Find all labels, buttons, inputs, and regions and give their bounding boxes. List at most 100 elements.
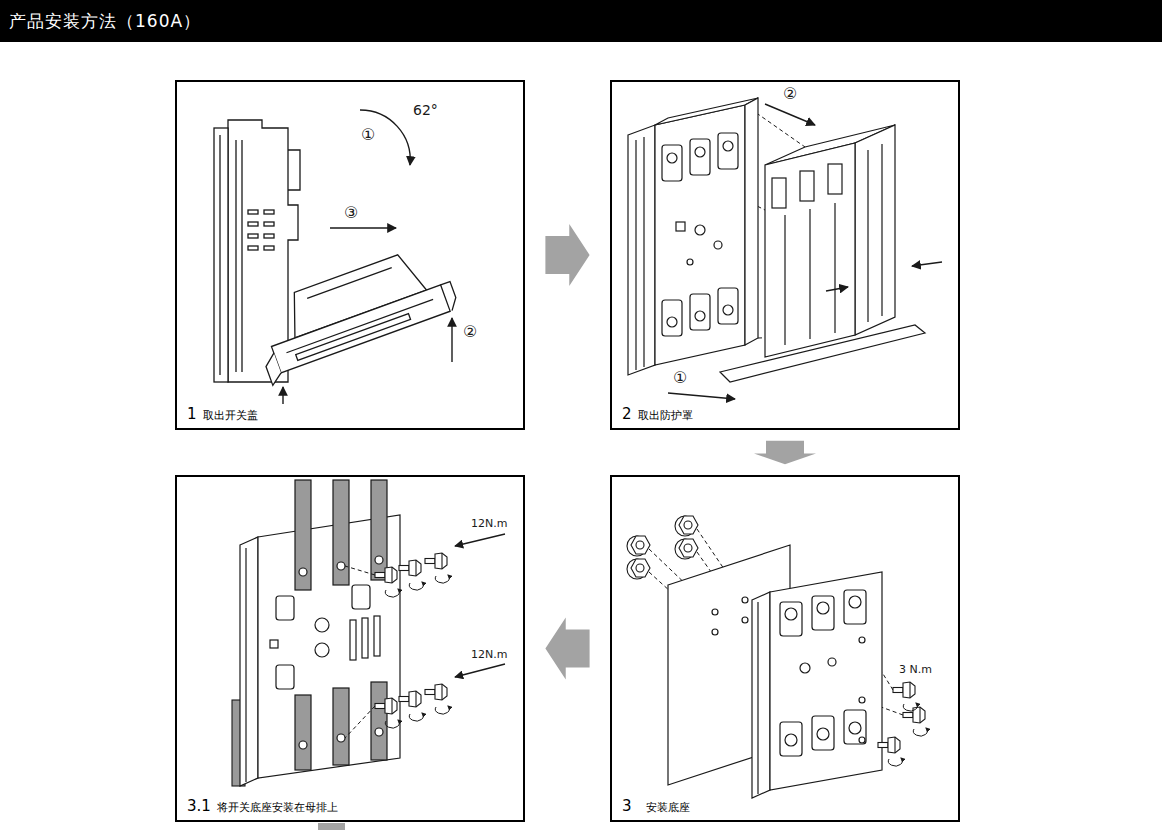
switch-base bbox=[844, 710, 866, 744]
nut-symbol bbox=[627, 536, 650, 556]
screw-symbol bbox=[893, 682, 915, 698]
step-caption: 1取出开关盖 bbox=[187, 406, 258, 423]
label-anchor: ② bbox=[462, 322, 478, 341]
step-caption: 3.1将开关底座安装在母排上 bbox=[187, 798, 338, 815]
screw-symbol bbox=[425, 553, 447, 569]
dashed-guide bbox=[345, 706, 375, 738]
step-title: 取出防护罩 bbox=[638, 410, 693, 422]
switch-side-view bbox=[264, 222, 274, 226]
switch-side-view bbox=[288, 150, 300, 190]
step-caption: 2取出防护罩 bbox=[622, 406, 693, 423]
flow-arrow bbox=[545, 224, 589, 286]
switch-base bbox=[780, 602, 802, 636]
switch-side-view bbox=[235, 140, 236, 372]
switch-cover bbox=[245, 241, 462, 385]
switch-base bbox=[770, 572, 882, 790]
screw-symbol bbox=[385, 589, 399, 597]
switch-base bbox=[276, 665, 294, 689]
switch-base bbox=[245, 548, 246, 782]
flow-arrow-stub bbox=[318, 823, 345, 830]
callout-number: 62° bbox=[412, 103, 439, 118]
switch-base-iso bbox=[676, 222, 685, 231]
switch-base bbox=[859, 697, 865, 703]
switch-base bbox=[276, 596, 294, 620]
step-number: 3 bbox=[622, 798, 632, 815]
switch-cover bbox=[286, 299, 433, 352]
callout-number: ② bbox=[462, 323, 478, 341]
switch-base bbox=[817, 602, 829, 614]
torque-value: 3 N.m bbox=[898, 664, 933, 676]
switch-base bbox=[785, 734, 797, 746]
motion-arrow bbox=[826, 287, 848, 291]
switch-base-iso bbox=[655, 105, 745, 365]
switch-base bbox=[785, 608, 797, 620]
switch-base-iso bbox=[662, 145, 682, 181]
switch-base bbox=[859, 637, 865, 643]
callout-number: ③ bbox=[343, 204, 359, 222]
motion-arrow bbox=[330, 227, 396, 228]
screw-symbol bbox=[903, 703, 917, 711]
protective-cover bbox=[772, 178, 786, 208]
switch-base-iso bbox=[690, 139, 710, 175]
screw-symbol bbox=[435, 706, 449, 714]
switch-base bbox=[315, 643, 329, 657]
flow-arrow bbox=[754, 441, 816, 464]
busbar bbox=[337, 562, 345, 570]
screw-symbol bbox=[878, 682, 927, 766]
switch-base bbox=[362, 618, 368, 658]
switch-side-view bbox=[264, 246, 274, 250]
switch-base bbox=[849, 596, 861, 608]
screw-symbol bbox=[888, 758, 902, 766]
torque-value: 12N.m bbox=[470, 649, 508, 661]
step-panel: 1取出开关盖 bbox=[175, 80, 525, 430]
motion-arrow bbox=[765, 104, 815, 125]
nut-symbol bbox=[627, 516, 698, 579]
switch-base bbox=[817, 728, 829, 740]
switch-base bbox=[812, 716, 834, 750]
protective-cover bbox=[855, 125, 895, 335]
busbar bbox=[295, 480, 311, 590]
switch-base bbox=[780, 722, 802, 756]
switch-side-view bbox=[241, 140, 242, 372]
mounting-plate bbox=[712, 609, 718, 615]
busbar bbox=[375, 556, 383, 564]
switch-base bbox=[374, 616, 380, 656]
switch-base-iso bbox=[628, 125, 655, 375]
switch-base bbox=[828, 658, 836, 666]
screw-symbol bbox=[399, 560, 421, 576]
switch-base-iso bbox=[714, 241, 722, 249]
busbar bbox=[375, 728, 383, 736]
label-anchor: ③ bbox=[343, 203, 359, 222]
screw-symbol bbox=[409, 582, 423, 590]
step-title: 安装底座 bbox=[646, 802, 690, 814]
screw-symbol bbox=[399, 691, 421, 707]
switch-cover bbox=[296, 314, 411, 361]
mounting-plate bbox=[742, 617, 748, 623]
motion-arrow bbox=[668, 393, 735, 399]
switch-base bbox=[812, 596, 834, 630]
step-panel: 2取出防护罩 bbox=[610, 80, 960, 430]
step-title: 取出开关盖 bbox=[203, 410, 258, 422]
busbar bbox=[337, 734, 345, 742]
flow-arrow bbox=[545, 618, 589, 680]
switch-base-iso bbox=[687, 259, 693, 265]
torque-arrow bbox=[455, 534, 505, 546]
switch-base bbox=[752, 572, 882, 798]
switch-base bbox=[844, 590, 866, 624]
switch-side-view bbox=[264, 234, 274, 238]
label-anchor: 3 N.m bbox=[898, 658, 933, 677]
switch-base-iso bbox=[635, 140, 636, 370]
protective-cover bbox=[881, 144, 882, 316]
switch-base-iso bbox=[690, 294, 710, 330]
page-title: 产品安装方法（160A） bbox=[0, 0, 201, 42]
switch-base bbox=[350, 620, 356, 660]
switch-side-view bbox=[248, 210, 258, 214]
busbar bbox=[299, 568, 307, 576]
switch-base bbox=[315, 618, 329, 632]
protective-cover bbox=[834, 203, 835, 333]
switch-base-iso bbox=[667, 153, 677, 163]
protective-cover bbox=[784, 215, 785, 345]
switch-base-iso bbox=[695, 311, 705, 321]
switch-cover bbox=[307, 268, 392, 299]
mounting-plate bbox=[742, 597, 748, 603]
